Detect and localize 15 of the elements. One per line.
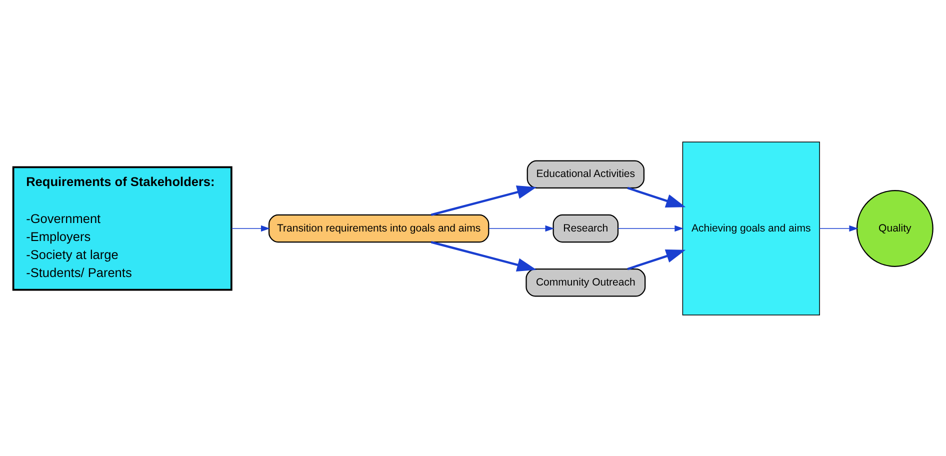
arrow: [430, 184, 537, 216]
arrow: [819, 224, 858, 232]
arrow: [627, 249, 686, 270]
arrow: [627, 186, 686, 207]
arrow: [488, 224, 554, 232]
node-box: Requirements of Stakeholders: -Government -Employers -Society at large -Students/ Parents: [12, 166, 232, 290]
node-box: Research: [552, 214, 619, 242]
node-circle: Quality: [856, 190, 934, 266]
arrow: [430, 240, 537, 272]
node-box: Community Outreach: [526, 268, 646, 296]
node-box: Achieving goals and aims: [682, 141, 820, 315]
node-box: Transition requirements into goals and aims: [268, 214, 490, 242]
node-box: Educational Activities: [526, 160, 645, 188]
arrow: [618, 224, 684, 232]
arrow: [231, 224, 270, 232]
